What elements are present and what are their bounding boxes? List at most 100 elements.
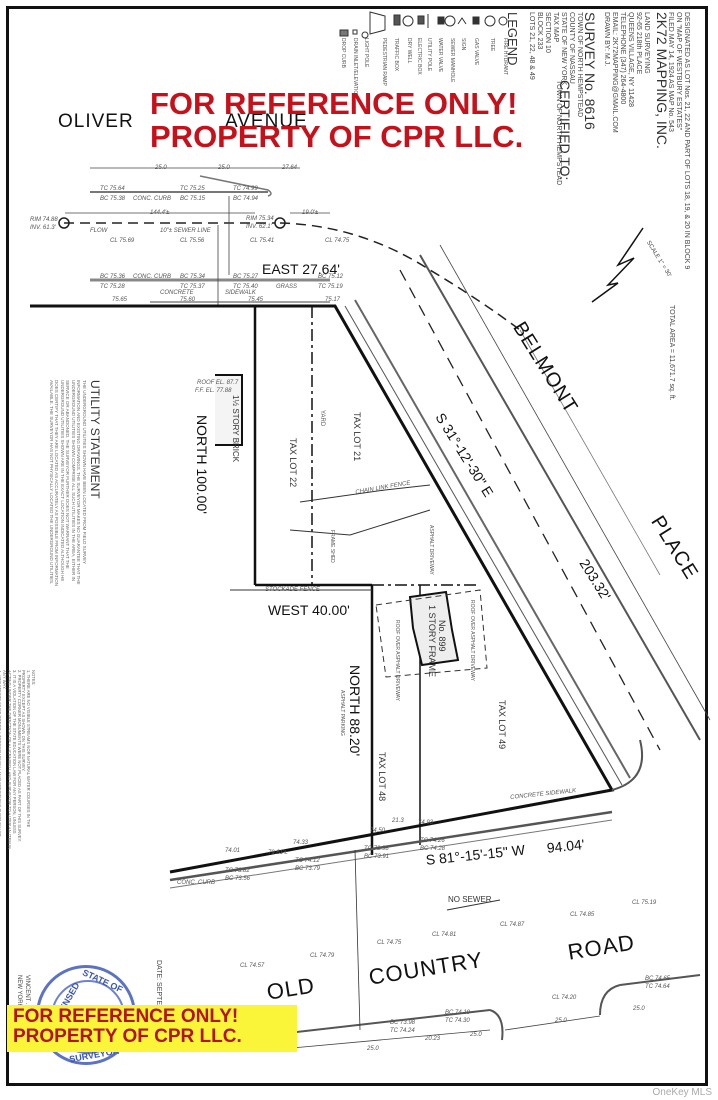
watermark-banner-bottom: FOR REFERENCE ONLY! PROPERTY OF CPR LLC. xyxy=(7,1005,297,1052)
tc-74-64: TC 74.64 xyxy=(645,984,670,990)
company-name: 2K72 MAPPING, INC. xyxy=(654,12,670,149)
legend-item: FIRE HYDRANT xyxy=(502,38,508,75)
bc-75-34: BC 75.34 xyxy=(180,274,206,280)
bearing-east: EAST 27.64' xyxy=(262,261,340,277)
mls-watermark: OneKey MLS xyxy=(652,1087,712,1098)
utility-statement-title: UTILITY STATEMENT xyxy=(88,380,102,499)
el-74-93: 74.93 xyxy=(418,820,434,826)
yard-label: YARD xyxy=(319,410,325,427)
flow-label: FLOW xyxy=(90,228,108,234)
dim-25-c: 25.0 xyxy=(367,1046,379,1052)
company-details: LAND SURVEYING 92-65 218th PLACE QUEENS … xyxy=(603,12,650,133)
cl-74-87: CL 74.87 xyxy=(500,922,525,928)
bc-73-98: BC 73.98 xyxy=(390,1020,416,1026)
drawing-border xyxy=(6,6,708,1086)
tc-73-98: TC 73.98 xyxy=(364,846,389,852)
legend-item: GAS VALVE xyxy=(473,38,479,66)
cl-75-41: CL 75.41 xyxy=(250,238,275,244)
tc-75-25: TC 75.25 xyxy=(180,186,205,192)
grass-label: GRASS xyxy=(276,284,298,290)
dim-25-b: 25.0 xyxy=(218,165,230,171)
legend-item: DRY WELL xyxy=(406,38,412,64)
brick-building-label: 1½ STORY BRICK xyxy=(231,395,240,463)
legend-item: LIGHT POLE xyxy=(363,38,369,68)
conc-curb-bottom: CONC. CURB xyxy=(133,274,172,280)
survey-number: SURVEY No. 8616 xyxy=(582,12,598,130)
legend-item: TREE xyxy=(489,38,495,52)
watermark-top: FOR REFERENCE ONLY! PROPERTY OF CPR LLC. xyxy=(150,86,524,154)
legend-item: UTILITY POLE xyxy=(426,38,432,72)
conc-curb-south: CONC. CURB xyxy=(177,880,216,886)
dim-79-61: 79.61'± xyxy=(268,850,288,856)
bc-74-19: BC 74.19 xyxy=(445,1010,471,1016)
asphalt-parking-label: ASPHALT PARKING xyxy=(339,690,345,736)
bearing-west: WEST 40.00' xyxy=(268,602,350,618)
el-74-33: 74.33 xyxy=(293,840,309,846)
street-avenue: AVENUE xyxy=(225,111,308,132)
certified-party: TOWN OF NORTH HEMPSTEAD xyxy=(555,80,562,186)
bearing-north-100: NORTH 100.00' xyxy=(194,415,210,514)
sidewalk-label: SIDEWALK xyxy=(225,290,256,296)
tax-lot-48: TAX LOT 48 xyxy=(377,752,387,802)
bc-73-56: BC 73.56 xyxy=(225,876,251,882)
el-75-65: 75.65 xyxy=(112,297,128,303)
tc-74-12: TC 74.12 xyxy=(295,858,320,864)
street-oliver: OLIVER xyxy=(58,111,134,132)
cl-74-75: CL 74.75 xyxy=(325,238,350,244)
dist-144: 144.4'± xyxy=(150,210,170,216)
legend-item: ELECTRIC BOX xyxy=(416,38,422,75)
cl-74-75b: CL 74.75 xyxy=(377,940,402,946)
tc-75-28: TC 75.28 xyxy=(100,284,125,290)
tc-75-37: TC 75.37 xyxy=(180,284,205,290)
legend-item: TRAFFIC BOX xyxy=(393,38,399,72)
cl-74-20: CL 74.20 xyxy=(552,995,577,1001)
inv-right: INV. 62.1' xyxy=(246,224,272,230)
conc-curb-top: CONC. CURB xyxy=(133,196,172,202)
cl-74-81: CL 74.81 xyxy=(432,932,457,938)
bc-73-91: BC 73.91 xyxy=(364,854,390,860)
asphalt-driveway-label: ASPHALT DRIVEWAY xyxy=(428,525,434,575)
bc-75-38: BC 75.38 xyxy=(100,196,126,202)
tax-lot-21: TAX LOT 21 xyxy=(352,412,362,462)
notes-block: NOTES: 1. THERE ARE NO VISIBLE STREAMS N… xyxy=(0,670,36,850)
cl-75-19: CL 75.19 xyxy=(632,900,657,906)
cl-74-79: CL 74.79 xyxy=(310,953,335,959)
cl-74-85: CL 74.85 xyxy=(570,912,595,918)
legend-item: SEWER MANHOLE xyxy=(449,38,455,83)
tc-74-30: TC 74.30 xyxy=(445,1018,470,1024)
legend-item: SIGN xyxy=(460,38,466,51)
dist-19: 19.0'± xyxy=(302,210,319,216)
bc-74-94: BC 74.94 xyxy=(233,196,259,202)
tax-lot-49: TAX LOT 49 xyxy=(497,700,507,750)
tc-75-64: TC 75.64 xyxy=(100,186,125,192)
inv-left: INV. 61.3' xyxy=(30,225,56,231)
total-area: TOTAL AREA = 11,671.7 sq. ft. xyxy=(668,305,675,401)
bc-74-65: BC 74.65 xyxy=(645,976,671,982)
stockade-fence-label: STOCKADE FENCE xyxy=(265,587,320,593)
dim-27-64: 27.64 xyxy=(282,165,298,171)
bc-73-79: BC 73.79 xyxy=(295,866,321,872)
roof-over-driveway-2: ROOF OVER ASPHALT DRIVEWAY xyxy=(469,600,475,681)
dim-25-f: 25.0 xyxy=(470,1032,482,1038)
sewer-line-label: 10"± SEWER LINE xyxy=(160,228,211,234)
cl-75-69: CL 75.69 xyxy=(110,238,135,244)
tax-lot-22: TAX LOT 22 xyxy=(288,438,298,488)
frame-shed-label: FRAME SHED xyxy=(329,530,335,563)
dim-25-e: 25.0 xyxy=(633,1006,645,1012)
dim-25-d: 25.0 xyxy=(555,1018,567,1024)
dim-20-23: 20.23 xyxy=(425,1036,441,1042)
legend-item: WATER VALVE xyxy=(437,38,443,73)
el-74-01: 74.01 xyxy=(225,848,241,854)
legend-item: DROP CURB xyxy=(340,38,346,68)
bc-75-12: BC 75.12 xyxy=(318,274,344,280)
bc-74-28: BC 74.28 xyxy=(420,846,446,852)
utility-statement-body: THE UNDERGROUND UTILITIES SHOWN HAVE BEE… xyxy=(49,380,87,587)
bc-75-27: BC 75.27 xyxy=(233,274,259,280)
roof-over-driveway-1: ROOF OVER ASPHALT DRIVEWAY xyxy=(394,620,400,701)
el-75-60: 75.60 xyxy=(180,297,196,303)
tc-73-82: TC 73.82 xyxy=(225,868,250,874)
cl-74-57: CL 74.57 xyxy=(240,963,265,969)
house-number: No. 899 xyxy=(437,620,447,652)
rim-right: RIM 75.34 xyxy=(246,216,274,222)
dim-21-3: 21.3 xyxy=(392,818,404,824)
